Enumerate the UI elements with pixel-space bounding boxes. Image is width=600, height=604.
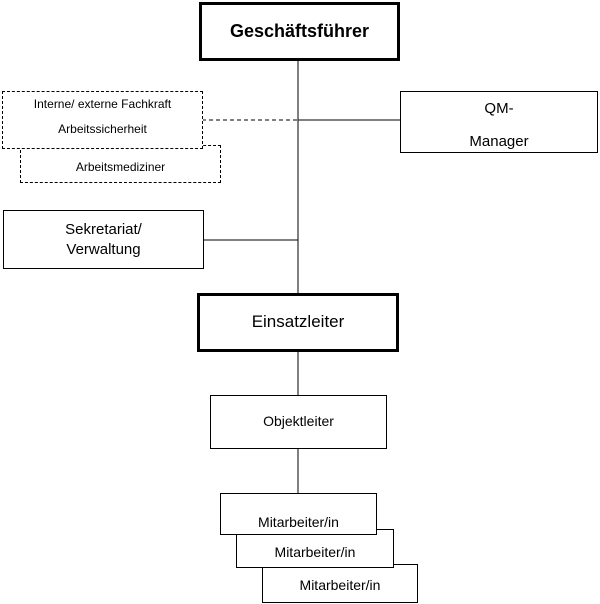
occupational-physician-box (20, 145, 221, 183)
safety-specialist-label-line1: Interne/ externe Fachkraft (33, 97, 172, 111)
employee-box-2 (236, 529, 394, 568)
employee-label-1: Mitarbeiter/in (258, 514, 339, 530)
managing-director-label: Geschäftsführer (229, 21, 370, 41)
secretariat-box (3, 210, 204, 269)
secretariat-label-line1: Sekretariat/ (65, 221, 142, 238)
safety-specialist-box (2, 91, 203, 149)
site-manager-box (210, 395, 387, 449)
occupational-physician-label: Arbeitsmediziner (75, 160, 166, 174)
employee-label-2: Mitarbeiter/in (274, 544, 356, 560)
operations-manager-box (197, 293, 399, 352)
employee-label-3: Mitarbeiter/in (299, 577, 381, 593)
operations-manager-label: Einsatzleiter (251, 312, 345, 331)
qm-manager-label-line1: QM- (484, 100, 514, 117)
qm-manager-label-line2: Manager (469, 133, 529, 150)
safety-specialist-label-line2: Arbeitssicherheit (58, 122, 147, 136)
managing-director-box (199, 2, 400, 61)
site-manager-label: Objektleiter (263, 413, 334, 429)
secretariat-label-line2: Verwaltung (66, 241, 141, 258)
qm-manager-box (400, 91, 598, 153)
employee-box-1 (220, 493, 377, 535)
